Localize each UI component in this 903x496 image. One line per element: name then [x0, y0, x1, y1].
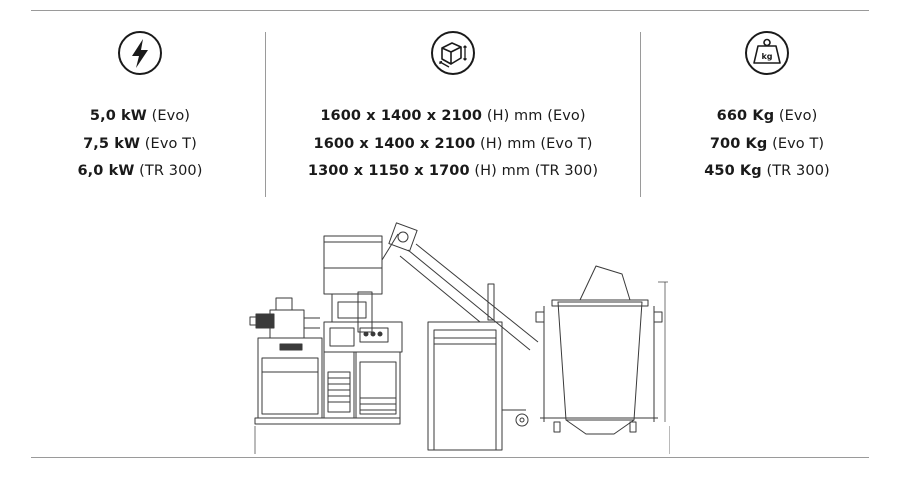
conveyor-arm — [381, 233, 399, 261]
weight-spec-list: 660 Kg (Evo) 700 Kg (Evo T) 450 Kg (TR 3… — [672, 103, 862, 186]
weight-spec-line: 660 Kg (Evo) — [716, 108, 818, 124]
dimensions-spec-list: 1600 x 1400 x 2100 (H) mm (Evo) 1600 x 1… — [280, 103, 626, 186]
support-wheel — [515, 413, 529, 427]
machine-base-frame — [254, 417, 401, 425]
weight-spec-line: 700 Kg (Evo T) — [709, 135, 825, 152]
cyclone-hopper — [557, 301, 643, 421]
dimensions-spec-line: 1600 x 1400 x 2100 (H) mm (Evo) — [320, 108, 586, 124]
dimensions-spec-line: 1600 x 1400 x 2100 (H) mm (Evo T) — [313, 135, 593, 152]
column-separator — [640, 32, 641, 197]
power-spec-column: 5,0 kW (Evo) 7,5 kW (Evo T) 6,0 kW (TR 3… — [40, 30, 240, 186]
weight-icon-label: kg — [761, 52, 772, 61]
control-panel — [323, 321, 403, 353]
column-separator — [265, 32, 266, 197]
power-spec-line: 7,5 kW (Evo T) — [83, 135, 197, 152]
collection-bin — [427, 321, 503, 451]
top-divider — [31, 10, 869, 11]
lightning-bolt-icon — [118, 31, 162, 75]
power-spec-line: 5,0 kW (Evo) — [89, 108, 191, 124]
weight-spec-column: kg 660 Kg (Evo) 700 Kg (Evo T) 450 Kg (T… — [672, 30, 862, 186]
power-spec-line: 6,0 kW (TR 300) — [77, 163, 203, 179]
bottom-divider — [31, 457, 869, 458]
machine-technical-drawing — [249, 222, 670, 454]
dimensions-spec-column: 1600 x 1400 x 2100 (H) mm (Evo) 1600 x 1… — [280, 30, 626, 186]
motor-housing — [269, 309, 305, 339]
weight-spec-line: 450 Kg (TR 300) — [704, 163, 830, 179]
dimensions-spec-line: 1300 x 1150 x 1700 (H) mm (TR 300) — [307, 163, 599, 179]
granulator-hopper — [323, 235, 383, 269]
power-spec-list: 5,0 kW (Evo) 7,5 kW (Evo T) 6,0 kW (TR 3… — [40, 103, 240, 186]
weight-kg-icon: kg — [745, 31, 789, 75]
box-dimensions-icon — [431, 31, 475, 75]
